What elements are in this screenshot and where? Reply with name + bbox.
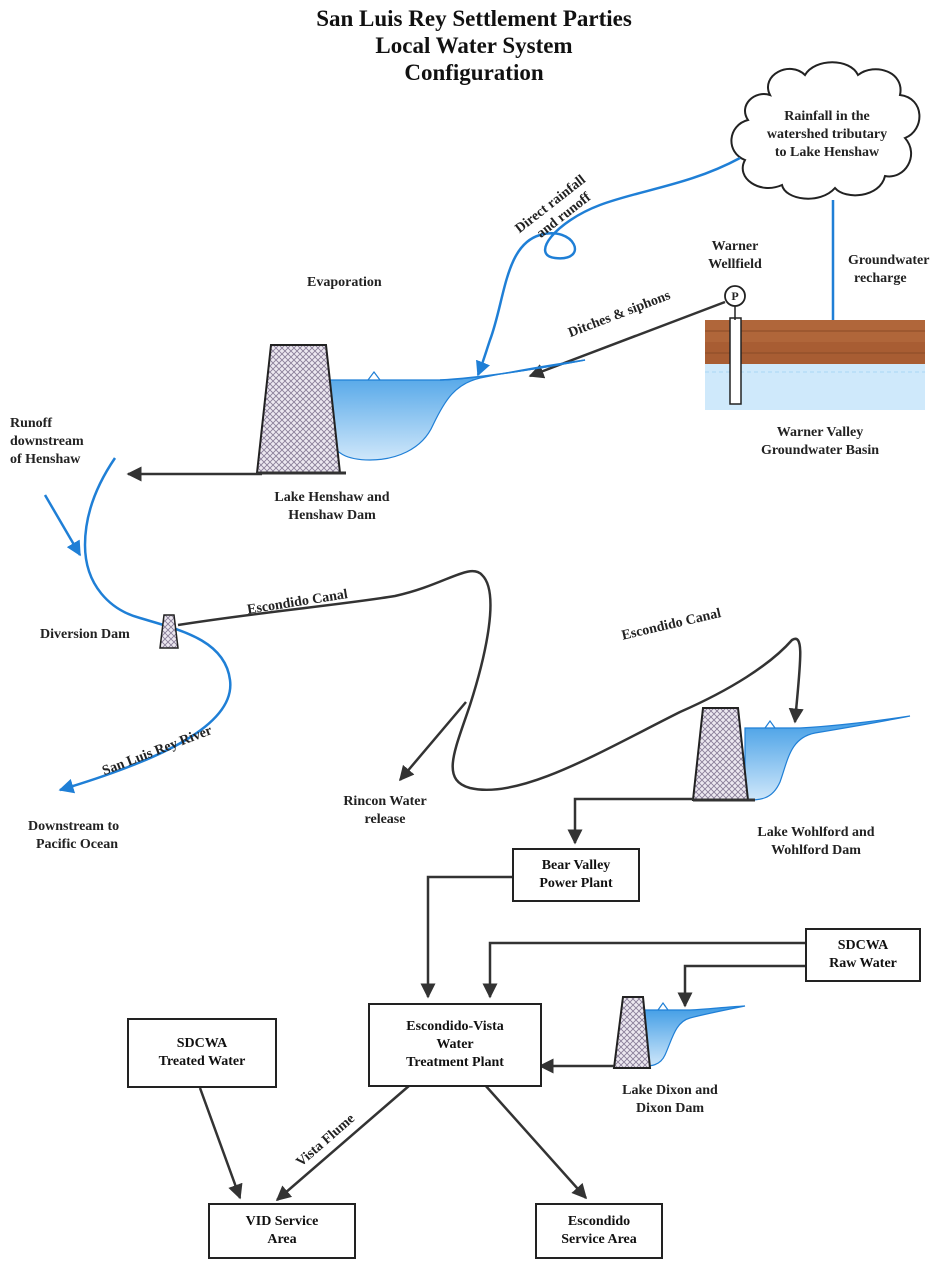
pump-icon xyxy=(724,285,746,307)
plant-to-escondido-arrow xyxy=(484,1084,587,1200)
lake-henshaw-label: Lake Henshaw and Henshaw Dam xyxy=(252,489,412,525)
diversion-dam-label: Diversion Dam xyxy=(40,627,130,642)
downstream-pacific-line-2: Pacific Ocean xyxy=(36,837,119,852)
bear-valley-line-2: Power Plant xyxy=(539,876,613,891)
vid-service-line-1: VID Service xyxy=(245,1214,319,1229)
rincon-release-line-1: Rincon Water xyxy=(343,794,427,809)
wohlford-to-bear-valley-arrow xyxy=(567,797,693,845)
sdcwa-raw-line-1: SDCWA xyxy=(837,938,889,953)
groundwater-recharge-label: Groundwater recharge xyxy=(848,252,929,288)
escondido-service-line-2: Service Area xyxy=(561,1232,637,1247)
rain-cloud-icon xyxy=(730,61,921,200)
treatment-plant-box: Escondido-Vista Water Treatment Plant xyxy=(368,1003,542,1087)
warner-wellfield-line-2: Wellfield xyxy=(708,257,762,272)
lake-wohlford-line-2: Wohlford Dam xyxy=(771,843,861,858)
sdcwa-treated-line-2: Treated Water xyxy=(158,1054,246,1069)
sdcwa-treated-line-1: SDCWA xyxy=(176,1036,228,1051)
dixon-dam xyxy=(612,996,652,1069)
wohlford-dam xyxy=(691,707,750,801)
lake-dixon-line-2: Dixon Dam xyxy=(635,1101,705,1116)
lake-henshaw-line-2: Henshaw Dam xyxy=(288,508,376,523)
warner-basin-label: Warner Valley Groundwater Basin xyxy=(745,424,895,460)
treatment-plant-line-3: Treatment Plant xyxy=(406,1055,504,1070)
lake-wohlford-water xyxy=(744,715,911,801)
evaporation-label: Evaporation xyxy=(307,275,382,290)
diversion-dam xyxy=(159,614,179,649)
pump-label: P xyxy=(731,289,739,303)
henshaw-dam xyxy=(255,344,342,474)
vista-flume-arrow xyxy=(275,1084,411,1201)
rincon-release-line-2: release xyxy=(364,812,406,827)
diagram-title-line-2: Local Water System xyxy=(375,33,573,58)
runoff-downstream-arrow xyxy=(43,494,82,557)
downstream-pacific-label: Downstream to Pacific Ocean xyxy=(28,818,119,854)
treatment-plant-line-1: Escondido-Vista xyxy=(406,1019,504,1034)
sdcwa-raw-line-2: Raw Water xyxy=(829,956,897,971)
warner-basin-line-1: Warner Valley xyxy=(776,425,864,440)
lake-henshaw-water xyxy=(329,359,586,461)
sdcwa-treated-water-box: SDCWA Treated Water xyxy=(127,1018,277,1088)
lake-henshaw-line-1: Lake Henshaw and xyxy=(274,490,390,505)
rainfall-label-line-1: Rainfall in the xyxy=(784,109,870,124)
rincon-release-label: Rincon Water release xyxy=(330,793,440,829)
well-casing xyxy=(729,317,742,405)
diagram-title-line-3: Configuration xyxy=(404,60,544,85)
vid-service-area-box: VID Service Area xyxy=(208,1203,356,1259)
downstream-pacific-line-1: Downstream to xyxy=(28,819,120,834)
warner-wellfield-line-1: Warner xyxy=(711,239,759,254)
rainfall-label-line-3: to Lake Henshaw xyxy=(774,145,880,160)
warner-basin-line-2: Groundwater Basin xyxy=(760,443,880,458)
rincon-release-arrow xyxy=(399,701,467,782)
escondido-canal xyxy=(177,569,804,792)
diagram-title-line-1: San Luis Rey Settlement Parties xyxy=(316,6,632,31)
lake-wohlford-line-1: Lake Wohlford and xyxy=(757,825,875,840)
lake-dixon-water xyxy=(644,1005,746,1067)
lake-dixon-label: Lake Dixon and Dixon Dam xyxy=(605,1082,735,1118)
raw-water-to-dixon-arrow xyxy=(677,964,805,1008)
runoff-downstream-label: Runoff downstream of Henshaw xyxy=(10,415,84,469)
lake-dixon-line-1: Lake Dixon and xyxy=(622,1083,718,1098)
runoff-downstream-line-1: Runoff xyxy=(10,416,53,431)
treated-water-to-vid-arrow xyxy=(198,1087,243,1200)
treatment-plant-line-2: Water xyxy=(436,1037,474,1052)
groundwater-recharge-line-1: Groundwater xyxy=(848,253,930,268)
vid-service-line-2: Area xyxy=(267,1232,297,1247)
rainfall-label-line-2: watershed tributary xyxy=(766,127,888,142)
lake-wohlford-label: Lake Wohlford and Wohlford Dam xyxy=(736,824,896,860)
bear-valley-line-1: Bear Valley xyxy=(541,858,611,873)
warner-wellfield-label: Warner Wellfield xyxy=(692,238,778,274)
groundwater-recharge-line-2: recharge xyxy=(854,271,907,286)
bear-valley-to-plant-arrow xyxy=(420,875,512,999)
sdcwa-raw-water-box: SDCWA Raw Water xyxy=(805,928,921,982)
runoff-downstream-line-3: of Henshaw xyxy=(10,452,81,467)
bear-valley-power-plant-box: Bear Valley Power Plant xyxy=(512,848,640,902)
raw-water-to-plant-arrow xyxy=(482,941,805,999)
rainfall-label: Rainfall in the watershed tributary to L… xyxy=(752,108,902,162)
direct-rainfall-stream xyxy=(476,156,741,377)
escondido-service-area-box: Escondido Service Area xyxy=(535,1203,663,1259)
escondido-service-line-1: Escondido xyxy=(567,1214,631,1229)
runoff-downstream-line-2: downstream xyxy=(10,434,84,449)
